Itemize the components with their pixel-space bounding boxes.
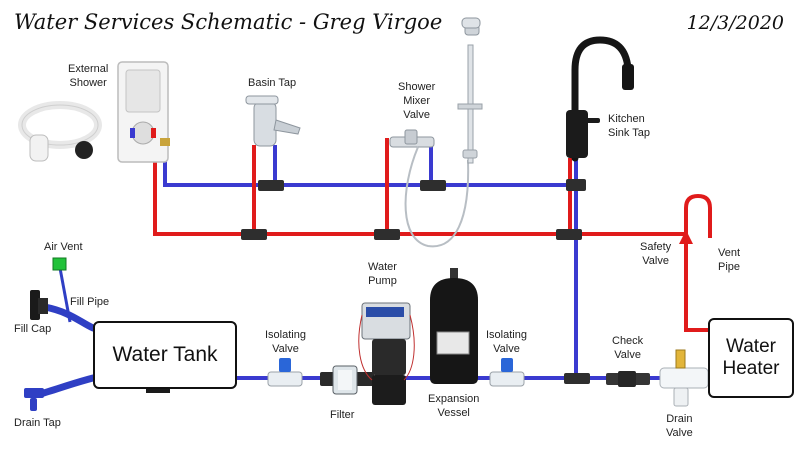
basin-tap-label: Basin Tap <box>248 77 297 89</box>
tee-fitting <box>241 229 267 240</box>
filter-icon <box>320 365 374 395</box>
isolating-valve-icon <box>267 358 303 387</box>
shower-mixer-icon <box>389 129 470 248</box>
safety-valve-label: Safety Valve <box>640 241 672 267</box>
drain-valve-label: Drain Valve <box>666 413 693 439</box>
water-tank: Water Tank <box>93 321 237 389</box>
heater-outlet-pipe <box>684 234 708 332</box>
schematic-date: 12/3/2020 <box>686 12 784 34</box>
tank-connection-hoses <box>36 303 97 398</box>
pipe-fittings <box>241 179 590 384</box>
shower-mixer-valve-label: Shower Mixer Valve <box>398 81 436 121</box>
external-shower-label: External Shower <box>68 63 109 89</box>
air-vent-tube <box>58 267 72 323</box>
expansion-vessel-label: Expansion Vessel <box>428 393 480 419</box>
kitchen-sink-tap-label: Kitchen Sink Tap <box>608 113 650 139</box>
drain-tap-label: Drain Tap <box>14 417 61 429</box>
air-vent-label: Air Vent <box>44 241 83 253</box>
drain-valve-icon <box>659 349 709 407</box>
check-valve-icon <box>606 371 650 387</box>
tee-fitting <box>566 179 586 191</box>
hot-water-pipes <box>153 138 712 332</box>
external-shower-icon <box>18 61 170 163</box>
safety-valve-arrow <box>679 230 693 244</box>
air-vent-icon <box>52 257 67 271</box>
page-title: Water Services Schematic - Greg Virgoe <box>14 10 443 34</box>
cold-supply-main <box>163 145 576 187</box>
fill-cap-icon <box>30 290 48 320</box>
tee-fitting <box>258 180 284 191</box>
isolating-valve-right-label: Isolating Valve <box>486 329 527 355</box>
isolating-valve-left-label: Isolating Valve <box>265 329 306 355</box>
drain-hose <box>36 374 97 398</box>
tee-fitting <box>374 229 400 240</box>
fill-cap-label: Fill Cap <box>14 323 52 335</box>
water-pump-label: Water Pump <box>368 261 397 287</box>
isolating-valve-icon <box>489 358 525 387</box>
hot-supply-main <box>153 145 686 236</box>
tee-fitting <box>564 373 590 384</box>
filter-label: Filter <box>330 409 355 421</box>
vent-pipe-label: Vent Pipe <box>718 247 741 273</box>
kitchen-tap-icon <box>566 36 634 162</box>
tee-fitting <box>556 229 582 240</box>
drain-tap-icon <box>24 388 44 411</box>
water-heater: Water Heater <box>708 318 794 398</box>
check-valve-label: Check Valve <box>612 335 644 361</box>
tee-fitting <box>420 180 446 191</box>
fill-pipe-label: Fill Pipe <box>70 296 110 308</box>
vent-pipe <box>684 193 712 238</box>
basin-tap-icon <box>245 95 301 147</box>
water-pump-icon <box>358 302 415 405</box>
shower-riser-icon <box>457 17 483 164</box>
expansion-vessel-icon <box>430 268 478 384</box>
fill-pipe-hose <box>41 303 97 332</box>
